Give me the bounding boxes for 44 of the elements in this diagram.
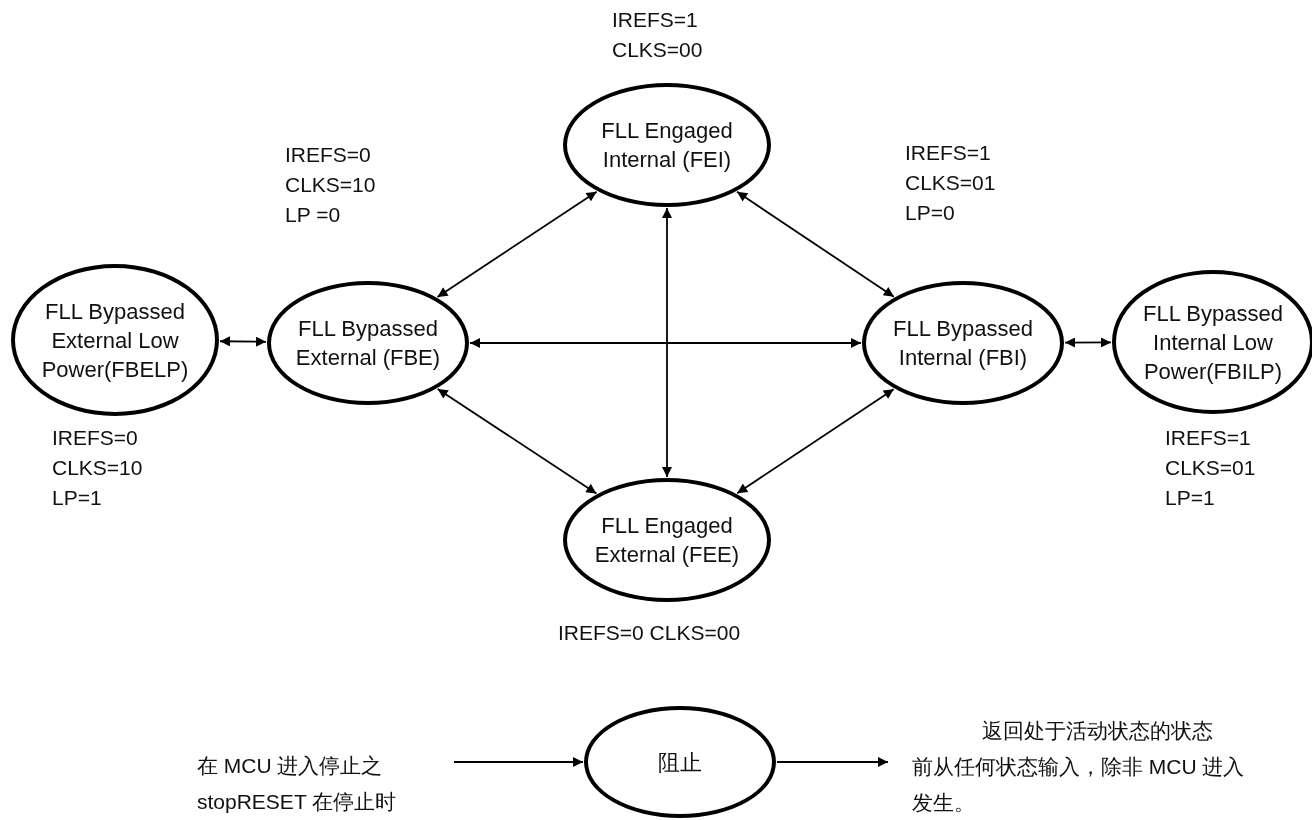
- state-ellipse: [563, 83, 771, 207]
- state-label: 阻止: [658, 749, 702, 775]
- note-text: 返回处于活动状态的状态: [981, 718, 1214, 744]
- state-label: FLL Bypassed External (FBE): [295, 316, 441, 370]
- register-setting-label: LP =0: [285, 202, 342, 228]
- note-text: 发生。: [912, 790, 976, 816]
- register-setting-label: LP=1: [52, 485, 103, 511]
- arrow: [469, 338, 862, 348]
- state-label: FLL Bypassed Internal (FBI): [893, 316, 1033, 370]
- state-ellipse: [11, 264, 219, 416]
- state-label: FLL Engaged Internal (FEI): [601, 118, 733, 172]
- register-setting-label: IREFS=0: [52, 425, 139, 451]
- state-ellipse: [267, 281, 469, 405]
- register-setting-label: IREFS=0 CLKS=00: [558, 620, 741, 646]
- register-setting-label: LP=1: [1165, 485, 1216, 511]
- note-text: 前从任何状态输入，除非 MCU 进入: [912, 754, 1245, 780]
- register-setting-label: LP=0: [905, 200, 956, 226]
- arrow: [1064, 337, 1112, 348]
- state-label: FLL Bypassed Internal Low Power(FBILP): [1143, 300, 1283, 384]
- arrow: [662, 207, 672, 478]
- register-setting-label: CLKS=01: [1165, 455, 1256, 481]
- arrow: [436, 388, 598, 495]
- arrow: [736, 190, 895, 298]
- arrow: [453, 757, 584, 767]
- register-setting-label: IREFS=1: [612, 7, 699, 33]
- register-setting-label: IREFS=1: [1165, 425, 1252, 451]
- state-ellipse: [862, 281, 1064, 405]
- arrow: [736, 388, 895, 495]
- arrow: [219, 336, 267, 347]
- register-setting-label: CLKS=10: [285, 172, 376, 198]
- register-setting-label: IREFS=1: [905, 140, 992, 166]
- state-ellipse: [1112, 270, 1312, 414]
- state-label: FLL Engaged External (FEE): [594, 513, 740, 567]
- register-setting-label: CLKS=10: [52, 455, 143, 481]
- register-setting-label: CLKS=00: [612, 37, 703, 63]
- register-setting-label: IREFS=0: [285, 142, 372, 168]
- register-setting-label: CLKS=01: [905, 170, 996, 196]
- state-ellipse: [584, 706, 776, 818]
- note-text: 在 MCU 进入停止之: [197, 753, 384, 779]
- arrow: [776, 757, 889, 767]
- note-text: stopRESET 在停止时: [197, 789, 397, 815]
- state-ellipse: [563, 478, 771, 602]
- state-label: FLL Bypassed External Low Power(FBELP): [41, 298, 189, 382]
- arrow: [436, 190, 598, 298]
